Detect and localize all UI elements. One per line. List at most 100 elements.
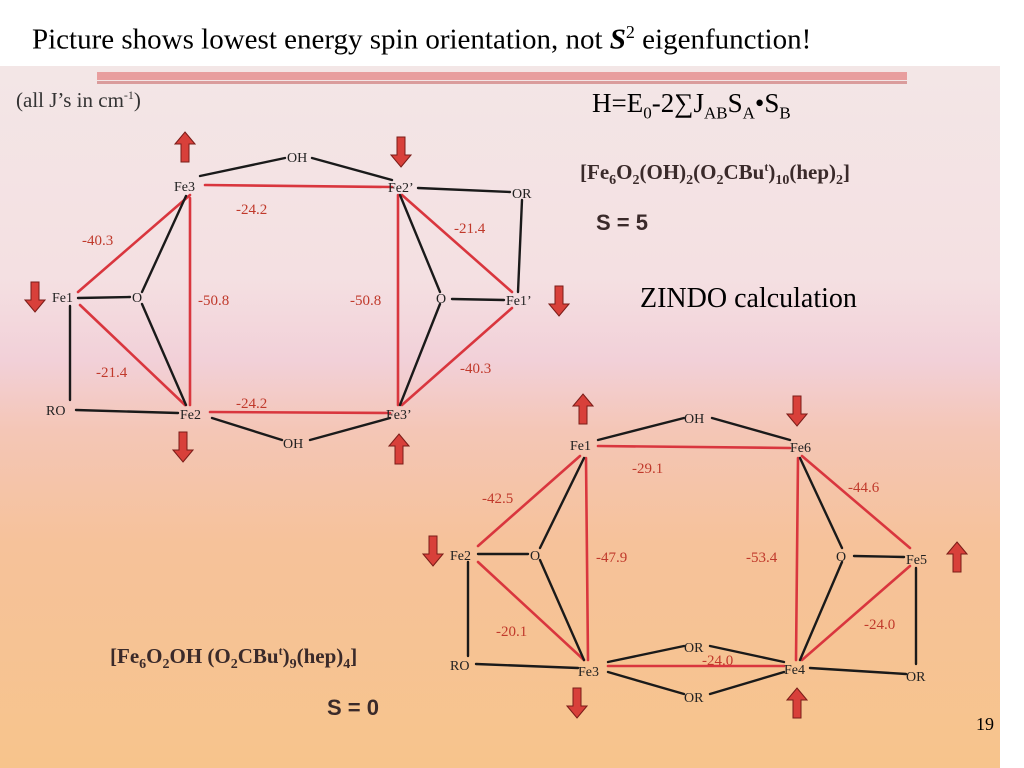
- bridge-fe3-o: [140, 194, 188, 294]
- atom-label: O: [530, 549, 540, 564]
- bridge-fe1-o: [76, 295, 132, 300]
- top-complex-diagram: Fe3 Fe2’ Fe1 O O Fe1’ Fe2 Fe3’ OH OH OR …: [24, 131, 570, 465]
- spin-down-arrow-icon: [24, 281, 46, 313]
- atom-label: OH: [283, 437, 303, 452]
- bond-fe1-fe2: [78, 303, 187, 407]
- bond-fe6-fe5: [800, 454, 912, 550]
- bond-fe5-fe4: [800, 564, 912, 662]
- coupling-label: -29.1: [632, 461, 663, 477]
- bridge-o-fe3p: [398, 302, 442, 407]
- slide-title: Picture shows lowest energy spin orienta…: [32, 22, 812, 56]
- coupling-label: -20.1: [496, 624, 527, 640]
- atom-label: OH: [684, 412, 704, 427]
- spin-down-arrow-icon: [566, 687, 588, 719]
- atom-label: Fe4: [784, 663, 805, 678]
- top-complex-spin: S = 5: [596, 210, 648, 235]
- bottom-complex-diagram: Fe1 Fe6 Fe2 O O Fe5 Fe3 Fe4 OH OR OR RO …: [422, 393, 968, 719]
- bridge-o-fe2: [140, 302, 188, 407]
- coupling-label: -21.4: [454, 221, 486, 237]
- atom-label: OR: [684, 641, 704, 656]
- coupling-label: -50.8: [198, 293, 229, 309]
- bridge-fe2p-o: [398, 193, 442, 294]
- spin-down-arrow-icon: [390, 136, 412, 168]
- spin-up-arrow-icon: [174, 131, 196, 163]
- atom-label: Fe2: [450, 549, 471, 564]
- decorative-band-thin: [97, 81, 907, 84]
- atom-label: Fe1: [570, 439, 591, 454]
- top-complex-formula: [Fe6O2(OH)2(O2CBut)10(hep)2]: [580, 160, 851, 189]
- bridge-oh-fe2p: [310, 156, 394, 182]
- atom-label: OR: [684, 691, 704, 706]
- atom-label: OR: [906, 670, 926, 685]
- bridge-or-bottom-fe4: [708, 670, 786, 696]
- hamiltonian-equation: H=E0-2∑JABSA•SB: [592, 88, 791, 123]
- bridge-fe6-o: [798, 456, 844, 550]
- spin-down-arrow-icon: [172, 431, 194, 463]
- bridge-or-top-fe4: [708, 644, 786, 664]
- bond-fe1-fe2: [476, 454, 582, 548]
- bridge-fe3-or-top: [606, 644, 686, 664]
- decorative-band: [97, 72, 907, 80]
- spin-up-arrow-icon: [572, 393, 594, 425]
- bond-fe1-fe3: [584, 456, 590, 662]
- coupling-label: -40.3: [82, 233, 113, 249]
- atom-label: Fe3’: [386, 408, 412, 423]
- atom-label: O: [132, 291, 142, 306]
- atom-label: Fe2’: [388, 181, 414, 196]
- bond-fe1p-fe3p: [400, 306, 514, 407]
- bridge-fe1-o: [538, 456, 586, 550]
- coupling-label: -47.9: [596, 550, 627, 566]
- bond-fe6-fe4: [794, 456, 800, 662]
- atom-label: Fe3: [174, 180, 195, 195]
- bottom-complex-formula: [Fe6O2OH (O2CBut)9(hep)4]: [110, 644, 358, 673]
- units-note: (all J’s in cm-1): [16, 88, 141, 112]
- bridge-fe1-oh: [596, 416, 686, 442]
- atom-label: Fe2: [180, 408, 201, 423]
- spin-up-arrow-icon: [946, 541, 968, 573]
- bridge-fe4-or: [808, 666, 908, 676]
- coupling-label: -42.5: [482, 491, 513, 507]
- bond-fe3-fe2p: [203, 183, 394, 189]
- spin-up-arrow-icon: [786, 687, 808, 719]
- atom-label: Fe5: [906, 553, 927, 568]
- spin-up-arrow-icon: [388, 433, 410, 465]
- bridge-oh-fe3p: [308, 416, 392, 442]
- coupling-label: -24.2: [236, 202, 267, 218]
- coupling-label: -50.8: [350, 293, 381, 309]
- atom-label: Fe6: [790, 441, 811, 456]
- coupling-label: -24.0: [864, 617, 895, 633]
- coupling-label: -40.3: [460, 361, 491, 377]
- atom-label: RO: [450, 659, 469, 674]
- bottom-complex-spin: S = 0: [327, 695, 379, 720]
- bond-fe2-fe3p: [208, 410, 392, 415]
- atom-label: Fe3: [578, 665, 599, 680]
- bridge-o-fe4: [798, 560, 844, 662]
- spin-down-arrow-icon: [548, 285, 570, 317]
- page-number: 19: [976, 714, 994, 734]
- atom-label: Fe1: [52, 291, 73, 306]
- scanned-figure-panel: [0, 66, 1000, 768]
- bond-fe3-fe1: [76, 193, 192, 294]
- method-label: ZINDO calculation: [640, 283, 857, 314]
- coupling-label: -21.4: [96, 365, 128, 381]
- bridge-or-fe1p: [516, 198, 524, 294]
- bridge-o-fe5: [852, 554, 906, 559]
- bridge-fe2-oh: [210, 416, 284, 442]
- atom-label: RO: [46, 404, 65, 419]
- coupling-label: -44.6: [848, 480, 880, 496]
- bridge-ro-fe3: [474, 662, 580, 670]
- coupling-label: -24.0: [702, 653, 733, 669]
- bridge-ro-fe2: [74, 408, 180, 415]
- bond-fe2p-fe1p: [400, 193, 514, 294]
- bond-fe2-fe3: [476, 560, 586, 662]
- atom-label: OR: [512, 187, 532, 202]
- atom-label: OH: [287, 151, 307, 166]
- bridge-fe3-or-bottom: [606, 670, 686, 696]
- atom-label: O: [436, 292, 446, 307]
- spin-down-arrow-icon: [422, 535, 444, 567]
- bridge-oh-fe6: [710, 416, 792, 442]
- bridge-fe2p-or: [416, 186, 512, 194]
- atom-label: O: [836, 550, 846, 565]
